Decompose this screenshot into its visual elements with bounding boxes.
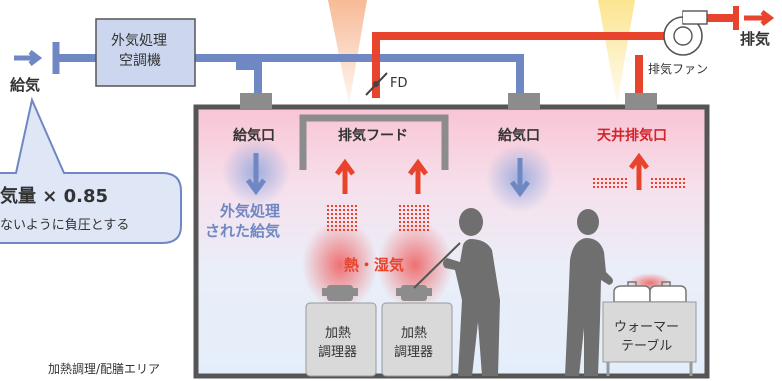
exhaust-fan-label: 排気ファン [648,62,709,76]
warmer-pans [613,281,687,303]
callout-line1: 気量 × 0.85 [0,186,109,207]
supply-intake-label: 給気 [10,76,41,94]
supply-outlet-right-diffuser [508,93,540,110]
supply-duct [56,54,524,93]
supply-intake-arrow-icon [14,50,43,66]
cooker-left-line1: 加熱 [325,326,352,341]
area-label: 加熱調理/配膳エリア [48,362,161,376]
ahu-label-line1: 外気処理 [111,33,167,49]
supply-outlet-right-label: 給気口 [498,128,540,144]
fd-label: FD [390,76,408,91]
cooker-right-line2: 調理器 [394,345,434,360]
heat-arrow-left-icon [334,158,356,194]
ceiling-exhaust-arrow-icon [628,152,650,190]
callout-bubble [0,96,182,244]
exhaust-duct [372,14,736,98]
cooker-right [381,302,453,377]
pot-right [396,285,432,301]
light-beam-left [328,0,367,105]
warmer-table-line1: ウォーマー [614,320,680,335]
heat-arrow-right-icon [407,158,429,194]
treated-air-line1: 外気処理 [220,202,281,220]
ahu-box [95,18,196,87]
heat-glow-right [377,220,453,310]
light-beam-right [598,0,635,105]
ceiling-exhaust-diffuser [625,93,657,110]
person-left [442,208,500,376]
exhaust-outlet-label: 排気 [740,30,771,48]
ahu-label-line2: 空調機 [119,53,161,69]
cooker-right-line1: 加熱 [401,326,428,341]
exhaust-out-arrow-icon [744,10,775,26]
cooker-left [305,302,377,377]
heat-glow-left [302,220,378,310]
pot-left [322,285,358,301]
treated-air-line2: された給気 [205,222,281,240]
warmer-table-legs [606,362,693,376]
exhaust-hood-label: 排気フード [338,128,408,144]
supply-arrow-right-icon [509,158,531,198]
ladle-icon [413,242,461,289]
callout-line2: ないように負圧とする [0,218,130,233]
supply-outlet-left-label: 給気口 [233,128,275,144]
cooker-left-line2: 調理器 [318,345,358,360]
supply-arrow-left-icon [245,153,267,196]
supply-outlet-left-diffuser [240,93,272,110]
exhaust-fan-icon [663,10,708,56]
person-right [565,209,613,376]
ceiling-exhaust-label: 天井排気口 [597,128,667,144]
exhaust-hood [299,114,449,170]
heat-dots [327,178,685,232]
heat-humidity-label: 熱・湿気 [344,256,405,274]
warmer-table-line2: テーブル [621,339,673,354]
warmer-table [602,301,697,363]
